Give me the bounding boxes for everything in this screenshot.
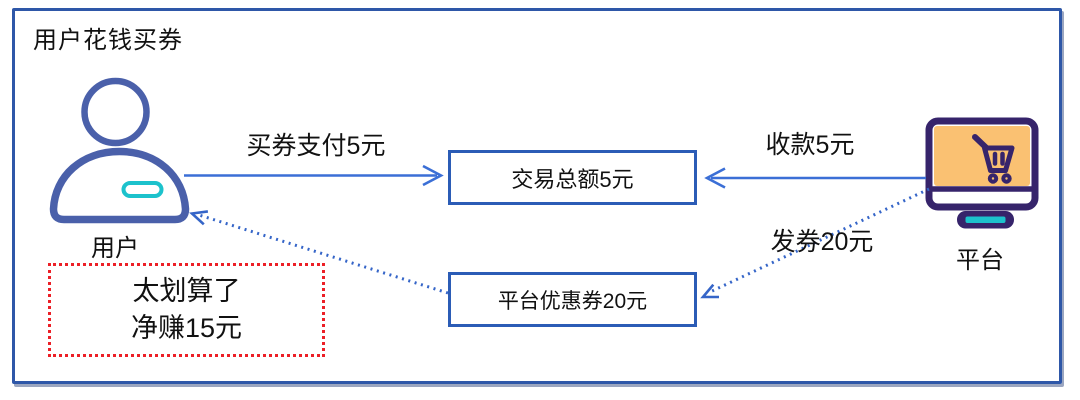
pay-arrow-label: 买券支付5元 xyxy=(246,132,386,160)
coupon-box: 平台优惠券20元 xyxy=(448,272,697,327)
collect-arrow xyxy=(704,167,926,189)
platform-label: 平台 xyxy=(956,247,1004,274)
diagram-frame xyxy=(12,8,1062,384)
thought-line-2: 净赚15元 xyxy=(130,313,243,343)
monitor-cart-icon xyxy=(925,117,1039,229)
issue-coupon-arrow xyxy=(700,187,930,299)
diagram-title: 用户花钱买券 xyxy=(33,27,183,54)
person-icon xyxy=(49,77,190,224)
thought-box: 太划算了 净赚15元 xyxy=(48,263,325,357)
transaction-box: 交易总额5元 xyxy=(448,150,697,205)
collect-arrow-label: 收款5元 xyxy=(765,131,855,159)
cart-icon xyxy=(972,134,1015,184)
pay-arrow xyxy=(184,164,444,187)
coupon-to-user-arrow xyxy=(189,210,449,295)
transaction-box-label: 交易总额5元 xyxy=(511,166,634,192)
coupon-box-label: 平台优惠券20元 xyxy=(497,289,648,313)
badge-icon xyxy=(121,181,164,198)
issue-coupon-arrow-label: 发券20元 xyxy=(770,228,874,256)
user-label: 用户 xyxy=(91,235,139,262)
thought-line-1: 太划算了 xyxy=(132,276,241,306)
